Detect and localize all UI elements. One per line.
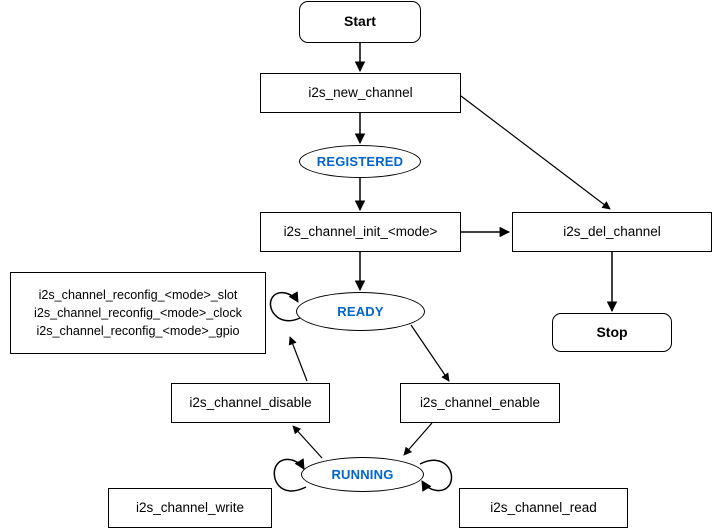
edge-running-to-disable <box>292 425 323 459</box>
node-start-label: Start <box>344 13 376 30</box>
edge-ready-self-loop <box>269 291 301 322</box>
edge-new-channel-to-del-channel <box>460 95 611 210</box>
node-i2s-channel-init-label: i2s_channel_init_<mode> <box>283 223 438 239</box>
state-ready-label: READY <box>337 304 384 319</box>
node-i2s-channel-write-label: i2s_channel_write <box>135 499 245 515</box>
node-i2s-channel-init[interactable]: i2s_channel_init_<mode> <box>260 212 461 252</box>
node-i2s-channel-disable-label: i2s_channel_disable <box>189 394 312 410</box>
state-registered[interactable]: REGISTERED <box>299 145 421 178</box>
node-i2s-channel-read-label: i2s_channel_read <box>490 499 597 515</box>
state-registered-label: REGISTERED <box>316 154 404 169</box>
node-i2s-channel-enable-label: i2s_channel_enable <box>419 394 541 410</box>
edge-enable-to-running <box>403 422 433 456</box>
state-running-label: RUNNING <box>331 467 394 482</box>
edge-disable-to-ready <box>288 336 308 382</box>
edge-running-self-loop-read <box>419 459 453 492</box>
node-start[interactable]: Start <box>299 1 421 43</box>
node-i2s-new-channel-label: i2s_new_channel <box>308 84 413 100</box>
node-i2s-channel-disable[interactable]: i2s_channel_disable <box>171 383 330 423</box>
node-i2s-del-channel-label: i2s_del_channel <box>563 223 661 239</box>
node-i2s-channel-reconfig[interactable]: i2s_channel_reconfig_<mode>_slot i2s_cha… <box>10 272 266 354</box>
node-i2s-channel-enable[interactable]: i2s_channel_enable <box>400 383 560 423</box>
node-stop[interactable]: Stop <box>552 313 672 352</box>
node-i2s-channel-read[interactable]: i2s_channel_read <box>459 488 628 528</box>
state-ready[interactable]: READY <box>296 292 425 331</box>
node-i2s-new-channel[interactable]: i2s_new_channel <box>260 73 461 113</box>
state-running[interactable]: RUNNING <box>301 457 424 492</box>
node-i2s-channel-reconfig-label: i2s_channel_reconfig_<mode>_slot i2s_cha… <box>34 287 242 339</box>
node-i2s-channel-write[interactable]: i2s_channel_write <box>108 488 272 528</box>
node-stop-label: Stop <box>596 323 628 340</box>
node-i2s-del-channel[interactable]: i2s_del_channel <box>512 212 712 252</box>
edge-ready-to-enable <box>410 324 450 382</box>
